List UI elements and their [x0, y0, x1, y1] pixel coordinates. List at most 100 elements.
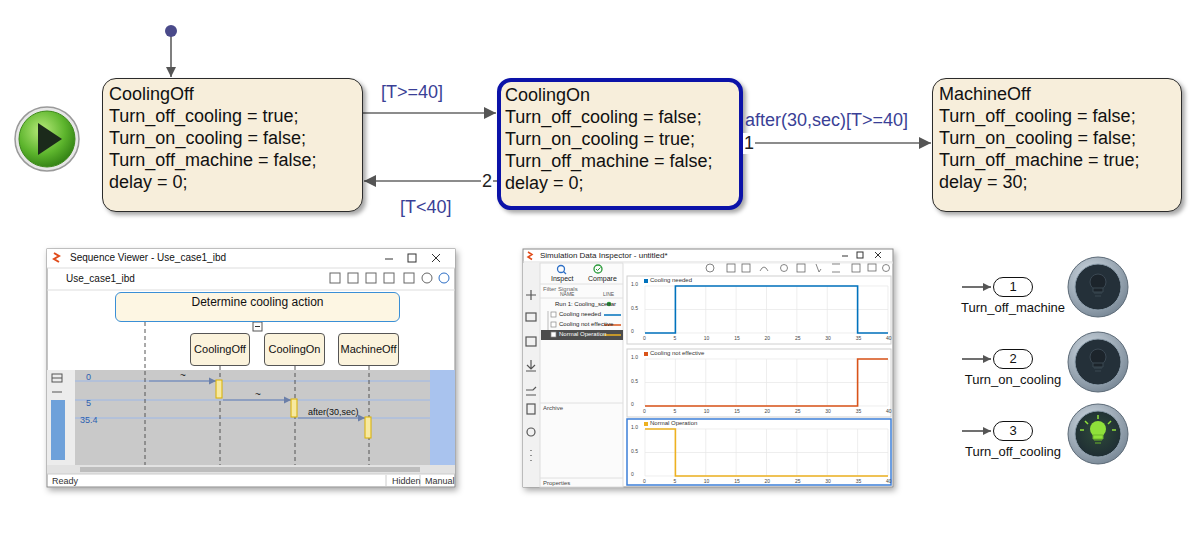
data-inspector: Simulation Data Inspector - untitled* Ins…	[523, 249, 893, 487]
state-name: MachineOff	[939, 83, 1175, 105]
node-text: Turn_on_cooling	[965, 373, 1061, 388]
node-text: Inspect	[551, 275, 574, 283]
node-text: 3	[1009, 424, 1016, 439]
lamp-off	[1068, 332, 1128, 392]
tick-label: 10	[704, 409, 710, 415]
node-text: Run 1: Cooling_scenar	[555, 301, 616, 308]
state-box: CoolingOffTurn_off_cooling = true;Turn_o…	[102, 78, 363, 212]
transition-arrow	[743, 142, 931, 144]
node-text: Sequence Viewer - Use_case1_ibd	[70, 252, 226, 264]
state-action: Turn_off_machine = true;	[939, 149, 1175, 171]
tick-label: 40	[886, 409, 892, 415]
node-text: Simulation Data Inspector - untitled*	[540, 251, 668, 260]
state-action: Turn_off_machine = false;	[109, 149, 356, 171]
node-text: LINE	[603, 292, 614, 298]
outport-block: 2Turn_on_cooling	[993, 349, 1033, 369]
tick-label: 0	[643, 336, 646, 342]
node-text: Turn_off_cooling	[965, 445, 1061, 460]
transition-arrow	[364, 180, 497, 182]
lamp-off	[1068, 257, 1128, 317]
lifeline-head: MachineOff	[338, 333, 399, 366]
tick-label: 40	[886, 479, 892, 485]
tick-label: 0	[631, 402, 634, 408]
node-text: Compare	[588, 275, 617, 283]
tick-label: 1.0	[631, 425, 638, 431]
tick-label: 5	[673, 479, 676, 485]
lamp-on	[1068, 404, 1128, 464]
tick-label: 0.5	[631, 379, 638, 385]
state-name: CoolingOn	[505, 84, 735, 106]
state-action: Turn_off_cooling = false;	[505, 106, 735, 128]
sequence-viewer: Sequence Viewer - Use_case1_ibdUse_case1…	[47, 249, 455, 487]
node-text: Ready	[52, 476, 78, 486]
node-text: Cooling not effective	[559, 321, 613, 328]
node-text: Properties	[543, 480, 570, 487]
sequence-viewer-window	[47, 249, 455, 487]
transition-label: after(30,sec)[T>=40]	[745, 110, 908, 131]
tick-label: 0	[631, 329, 634, 335]
lifeline-head: CoolingOn	[264, 333, 325, 366]
tick-label: 20	[765, 336, 771, 342]
transition-label: [T<40]	[400, 197, 452, 218]
time-label: 35.4	[80, 415, 98, 425]
node-text: Manual	[425, 476, 455, 486]
tick-label: 15	[734, 479, 740, 485]
plot-title: Cooling not effective	[650, 350, 704, 357]
tick-label: 0	[643, 409, 646, 415]
node-text: Hidden	[392, 476, 421, 486]
state-action: Turn_on_cooling = true;	[505, 128, 735, 150]
default-transition	[165, 25, 177, 77]
transition-label: [T>=40]	[381, 82, 443, 103]
tick-label: 5	[673, 409, 676, 415]
state-box: CoolingOnTurn_off_cooling = false;Turn_o…	[497, 78, 743, 210]
state-action: Turn_off_cooling = false;	[939, 105, 1175, 127]
message-label: after(30,sec)	[308, 407, 359, 417]
plot-title: Normal Operation	[650, 420, 697, 427]
tick-label: 0.5	[631, 449, 638, 455]
message-label: ~	[255, 389, 261, 401]
tick-label: 15	[734, 336, 740, 342]
node-text: Use_case1_ibd	[66, 273, 135, 285]
state-box: MachineOffTurn_off_cooling = false;Turn_…	[932, 78, 1182, 212]
state-action: delay = 30;	[939, 171, 1175, 193]
node-text: CoolingOn	[269, 343, 321, 356]
node-text: Archive	[543, 405, 563, 412]
state-action: delay = 0;	[505, 172, 735, 194]
tick-label: 10	[704, 479, 710, 485]
tick-label: 25	[795, 479, 801, 485]
outport-block: 3Turn_off_cooling	[993, 421, 1033, 441]
tick-label: 25	[795, 409, 801, 415]
state-action: delay = 0;	[109, 171, 356, 193]
node-text: MachineOff	[340, 343, 396, 356]
message-label: ~	[180, 370, 186, 382]
state-action: Turn_on_cooling = false;	[109, 127, 356, 149]
tick-label: 20	[765, 479, 771, 485]
node-text: Determine cooling action	[191, 296, 323, 310]
node-text: 2	[1009, 352, 1016, 367]
tick-label: 35	[856, 336, 862, 342]
priority-number: 2	[481, 171, 493, 192]
tick-label: 30	[825, 409, 831, 415]
time-label: 0	[86, 372, 91, 382]
node-text: Turn_off_machine	[961, 301, 1065, 316]
tick-label: 20	[765, 409, 771, 415]
tick-label: 0.5	[631, 306, 638, 312]
node-text: 1	[1009, 280, 1016, 295]
play-button	[15, 107, 79, 171]
tick-label: 0	[631, 472, 634, 478]
state-action: Turn_off_machine = false;	[505, 150, 735, 172]
tick-label: 35	[856, 409, 862, 415]
node-text: Normal Operation	[559, 331, 606, 338]
priority-number: 1	[743, 133, 755, 154]
interaction-box: Determine cooling action	[115, 292, 400, 322]
state-action: Turn_off_cooling = true;	[109, 105, 356, 127]
lifeline-head: CoolingOff	[190, 333, 250, 366]
tick-label: 30	[825, 336, 831, 342]
node-text: NAME	[560, 292, 574, 298]
data-inspector-window	[523, 249, 893, 487]
state-name: CoolingOff	[109, 83, 356, 105]
tick-label: 0	[643, 479, 646, 485]
state-action: Turn_on_cooling = false;	[939, 127, 1175, 149]
tick-label: 1.0	[631, 282, 638, 288]
tick-label: 35	[856, 479, 862, 485]
